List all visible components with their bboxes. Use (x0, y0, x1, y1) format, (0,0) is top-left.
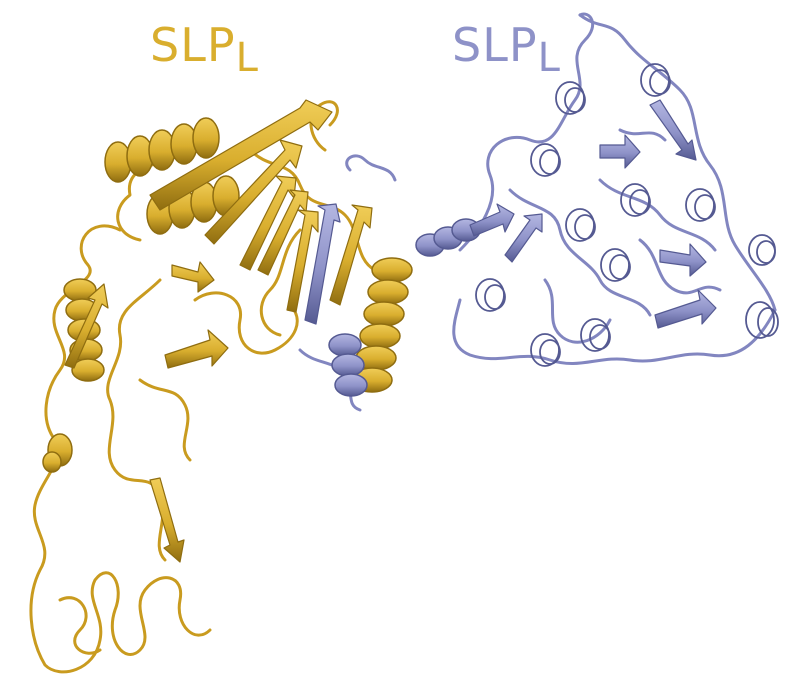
lav-strand-1 (304, 203, 341, 325)
lav-coil-8 (345, 154, 397, 182)
lav-strand-6 (659, 243, 707, 277)
lav-strand-3 (599, 134, 641, 169)
gold-strand-2 (204, 139, 303, 245)
gold-strand-6 (329, 204, 373, 306)
gold-strand-7 (164, 329, 229, 369)
gold-coil-4 (58, 596, 102, 655)
gold-coil-2 (106, 278, 167, 562)
lav-strand-7 (469, 203, 515, 237)
gold-strand-8 (64, 283, 109, 369)
lav-coil-5 (598, 178, 717, 252)
lavender-chain (298, 12, 779, 412)
lav-strand-4 (654, 289, 717, 329)
lav-strand-2 (649, 99, 697, 161)
gold-strand-4 (257, 189, 309, 276)
gold-coil-8 (138, 378, 192, 462)
gold-coil-1 (29, 224, 212, 674)
gold-strand-5 (286, 209, 319, 313)
lav-helix-5 (685, 188, 716, 222)
gold-helix-4 (351, 257, 413, 393)
lav-coil-3 (452, 298, 777, 365)
lav-coil-6 (543, 278, 612, 344)
lav-strand-5 (504, 213, 543, 263)
gold-strands (64, 99, 373, 563)
lav-coil-10 (618, 128, 667, 142)
lav-helix-3 (565, 208, 596, 242)
lav-helix-1 (555, 81, 586, 115)
gold-strand-10 (171, 261, 215, 293)
gold-strand-9 (149, 477, 185, 563)
lav-coil-4 (508, 188, 652, 317)
gold-coil-9 (259, 228, 302, 337)
label-left-main: SLP (150, 18, 236, 72)
lav-helix-9 (530, 333, 561, 367)
label-right-main: SLP (452, 18, 538, 72)
label-right-subscript: L (537, 35, 561, 81)
lav-coil-2 (578, 13, 777, 312)
gold-helix-1 (104, 117, 220, 183)
gold-coil-3 (193, 291, 299, 355)
label-left-subscript: L (235, 35, 259, 81)
lav-helix-2 (530, 143, 561, 177)
gold-coil-7 (309, 100, 339, 152)
gold-strand-1 (149, 99, 333, 211)
lav-helix-rings (475, 63, 779, 367)
lav-helix-11 (640, 63, 671, 97)
lav-helix-6 (600, 248, 631, 282)
gold-helix-5 (42, 433, 73, 473)
lav-coil-1 (458, 12, 595, 252)
lav-helix-12 (745, 301, 779, 339)
lav-helix-8 (475, 278, 506, 312)
lav-helix-10 (580, 318, 611, 352)
lav-helix-4 (620, 183, 651, 217)
label-slp-right: SLPL (452, 22, 561, 78)
lav-coil-7 (638, 238, 722, 295)
label-slp-left: SLPL (150, 22, 259, 78)
lav-helix-7 (748, 234, 776, 266)
lav-helix-long (328, 218, 481, 397)
lav-strands (304, 99, 717, 329)
gold-chain (29, 99, 413, 674)
gold-strand-3 (239, 175, 297, 271)
